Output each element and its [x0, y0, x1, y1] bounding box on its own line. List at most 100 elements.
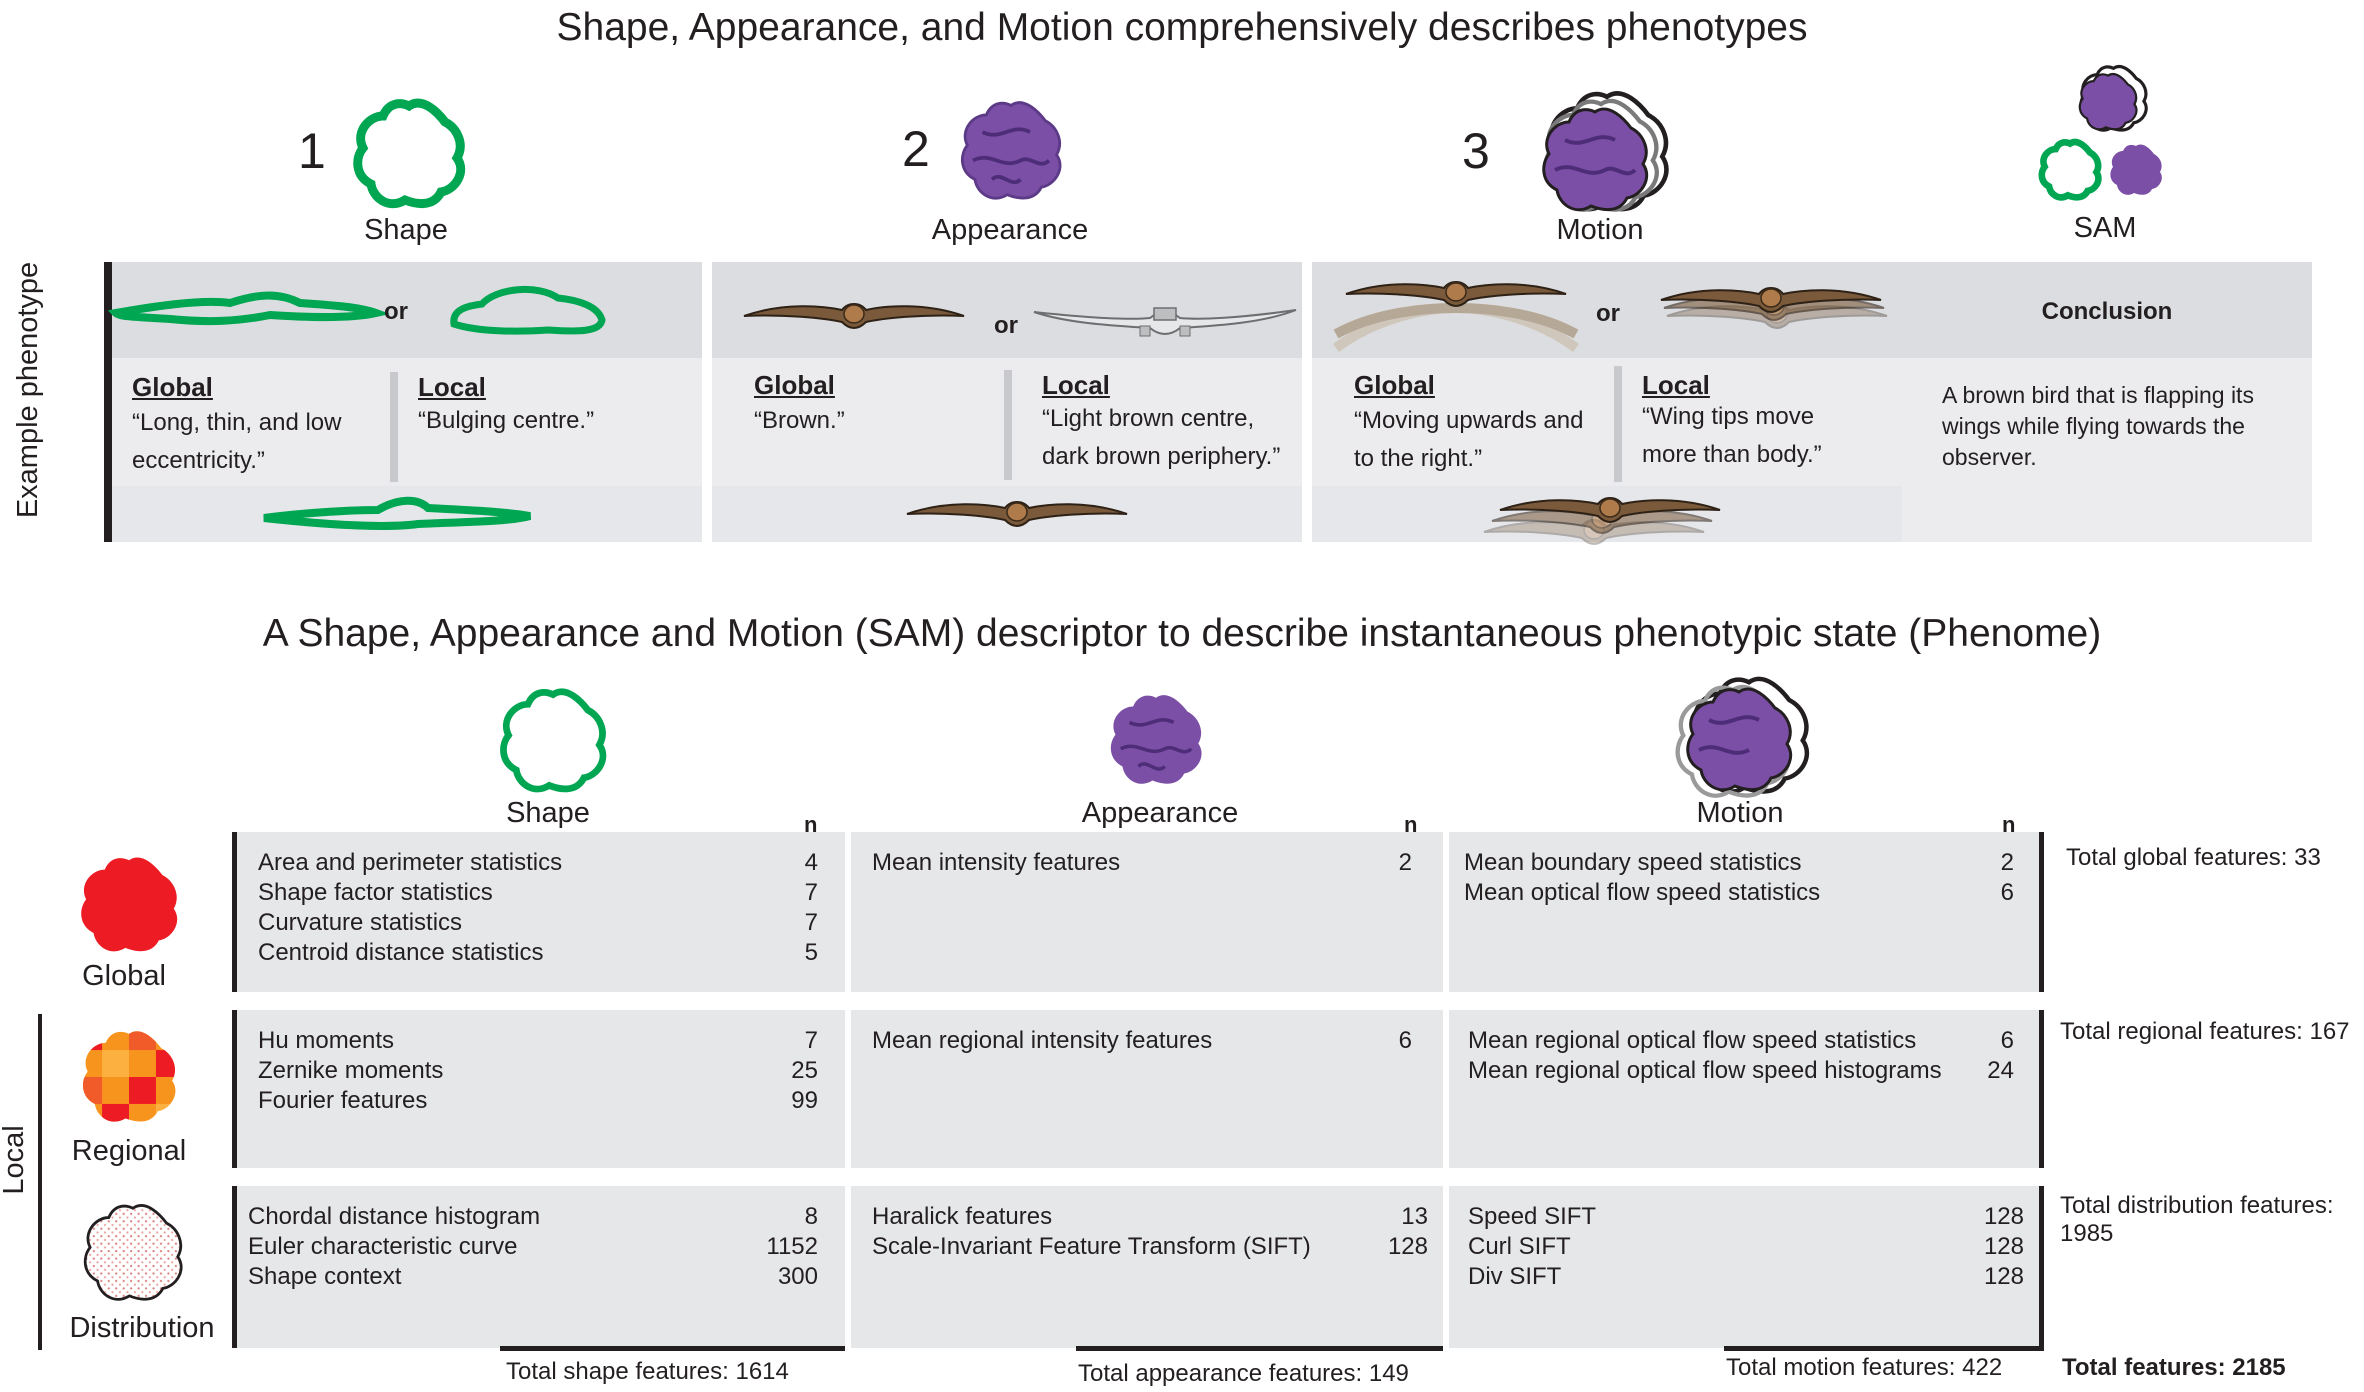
number-3: 3	[1462, 123, 1490, 179]
motion-local-heading: Local	[1642, 370, 1710, 400]
global-shape-cell	[237, 832, 845, 992]
appearance-global-text: “Brown.”	[754, 407, 845, 434]
appearance-global-heading: Global	[754, 370, 835, 400]
appearance-total-bar	[1076, 1346, 1443, 1351]
motion-layered-icon	[1542, 85, 1670, 235]
example-phenotype-bar	[104, 262, 112, 542]
distribution-right-bar	[2039, 1186, 2044, 1348]
shape-example-band	[112, 262, 702, 358]
distribution-shape-cell	[237, 1186, 845, 1348]
airplane-icon	[1033, 307, 1297, 337]
n-label-shape: n	[804, 812, 818, 837]
local-label: Local	[0, 1125, 30, 1195]
col-label-motion: Motion	[1696, 797, 1784, 829]
number-2: 2	[902, 121, 930, 177]
regional-left-bar	[232, 1010, 237, 1168]
sam-combined-icon	[2030, 64, 2162, 212]
n-label-appearance: n	[1404, 812, 1418, 837]
shape-local-heading: Local	[418, 372, 486, 402]
list-item: Scale-Invariant Feature Transform (SIFT)…	[872, 1233, 1428, 1260]
label-shape: Shape	[364, 214, 448, 246]
appearance-local-text: “Light brown centre, dark brown peripher…	[1042, 405, 1281, 470]
global-motion-cell	[1449, 832, 2039, 992]
motion-global-heading: Global	[1354, 370, 1435, 400]
number-1: 1	[298, 123, 326, 179]
regional-total: Total regional features: 167	[2060, 1018, 2350, 1045]
brown-bird-gradient-icon	[906, 501, 1128, 527]
flapping-bird-icon	[1333, 281, 1579, 353]
shape-total: Total shape features: 1614	[506, 1358, 789, 1385]
conclusion-heading: Conclusion	[2041, 298, 2173, 325]
brown-bird-icon	[743, 303, 965, 329]
grand-total: Total features: 2185	[2062, 1354, 2286, 1381]
motion-column-icon	[1662, 678, 1816, 802]
moving-bird-icon	[1483, 497, 1721, 545]
global-right-bar	[2039, 832, 2044, 992]
or-text-motion: or	[1596, 300, 1620, 327]
motion-total-bar	[1724, 1346, 2044, 1351]
local-bracket	[38, 1014, 42, 1350]
n-label-motion: n	[2002, 812, 2016, 837]
shape-local-text: “Bulging centre.”	[418, 407, 595, 434]
global-appearance-cell	[851, 832, 1443, 992]
appearance-column-icon	[1110, 695, 1202, 784]
conclusion-text: A brown bird that is flapping its wings …	[1942, 382, 2254, 470]
motion-separator	[1614, 366, 1622, 482]
label-sam: SAM	[2073, 212, 2137, 244]
distribution-motion-cell	[1449, 1186, 2039, 1348]
label-motion: Motion	[1556, 214, 1644, 246]
or-text-shape: or	[384, 298, 408, 325]
conclusion-band	[1902, 262, 2312, 358]
col-label-shape: Shape	[506, 797, 590, 829]
bottom-title: A Shape, Appearance and Motion (SAM) des…	[262, 612, 2102, 655]
regional-motion-list: Mean regional optical flow speed statist…	[1468, 1026, 2014, 1086]
distribution-left-bar	[232, 1186, 237, 1348]
appearance-separator	[1004, 370, 1012, 480]
shape-global-heading: Global	[132, 372, 213, 402]
motion-global-text: “Moving upwards and to the right.”	[1354, 407, 1584, 472]
shape-total-bar	[500, 1346, 845, 1351]
global-total: Total global features: 33	[2066, 844, 2321, 871]
top-title: Shape, Appearance, and Motion comprehens…	[556, 6, 1808, 49]
global-left-bar	[232, 832, 237, 992]
col-label-appearance: Appearance	[1081, 797, 1239, 829]
row-label-regional: Regional	[71, 1135, 187, 1167]
shape-column-icon	[496, 684, 610, 798]
motion-local-text: “Wing tips move more than body.”	[1642, 403, 1822, 468]
regional-checker-icon	[82, 1031, 176, 1122]
shape-outline-icon	[350, 95, 468, 213]
appearance-local-heading: Local	[1042, 370, 1110, 400]
list-item: Mean regional optical flow speed histogr…	[1468, 1057, 2014, 1084]
regional-right-bar	[2039, 1010, 2044, 1168]
long-shape-icon	[107, 291, 390, 326]
bulging-shape-icon	[263, 496, 532, 530]
shape-separator	[390, 372, 398, 482]
row-label-distribution: Distribution	[69, 1312, 215, 1344]
appearance-texture-icon	[960, 101, 1062, 200]
appearance-total: Total appearance features: 149	[1078, 1360, 1409, 1387]
row-label-global: Global	[82, 960, 166, 992]
shape-global-text: “Long, thin, and low eccentricity.”	[132, 409, 342, 474]
